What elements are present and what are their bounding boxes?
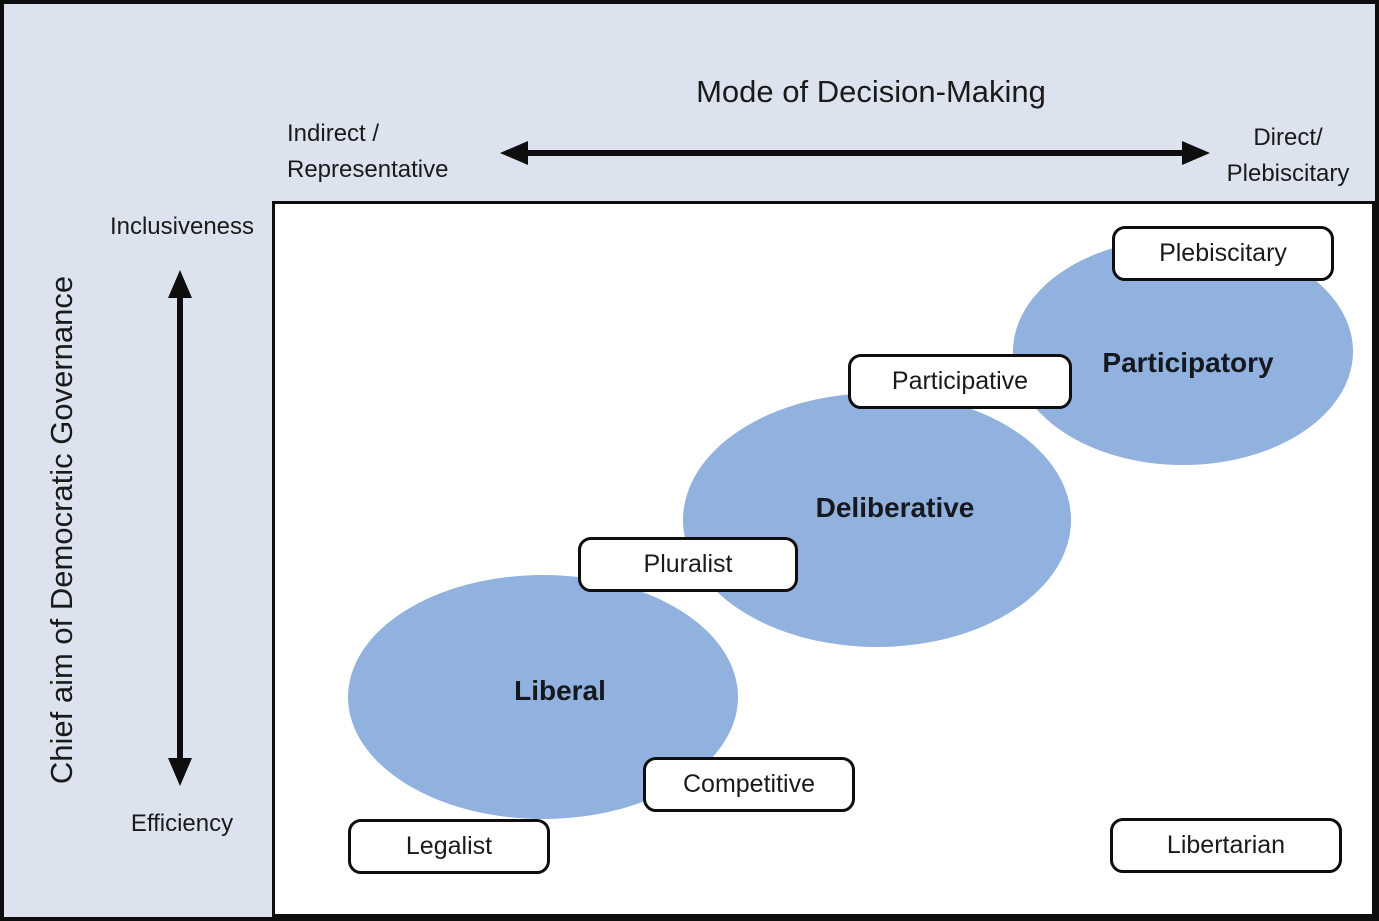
box-competitive: Competitive	[643, 757, 855, 812]
y-axis-top-endpoint-label: Inclusiveness	[109, 213, 255, 240]
x-axis-right-endpoint-line2: Plebiscitary	[1226, 160, 1350, 187]
y-axis-bottom-endpoint-label: Efficiency	[130, 810, 234, 837]
ellipse-label-liberal: Liberal	[514, 675, 606, 706]
x-axis-left-endpoint-label: Indirect / Representative	[287, 116, 448, 188]
x-axis-left-endpoint-line2: Representative	[287, 156, 449, 183]
ellipse-label-participatory: Participatory	[1102, 347, 1274, 378]
ellipse-deliberative	[683, 393, 1071, 647]
box-participative: Participative	[848, 354, 1072, 409]
y-axis-title: Chief aim of Democratic Governance	[44, 275, 79, 785]
box-plebiscitary: Plebiscitary	[1112, 226, 1334, 281]
box-legalist: Legalist	[348, 819, 550, 874]
x-axis-left-endpoint-line1: Indirect /	[287, 120, 380, 147]
x-axis-right-endpoint-label: Direct/ Plebiscitary	[1168, 120, 1375, 192]
x-axis-double-arrow	[500, 141, 1210, 165]
ellipse-label-deliberative: Deliberative	[815, 492, 975, 523]
y-axis-double-arrow	[168, 270, 192, 786]
diagram-title: Mode of Decision-Making	[696, 74, 1046, 109]
x-axis-right-endpoint-line1: Direct/	[1253, 124, 1323, 151]
box-pluralist: Pluralist	[578, 537, 798, 592]
box-libertarian: Libertarian	[1110, 818, 1342, 873]
